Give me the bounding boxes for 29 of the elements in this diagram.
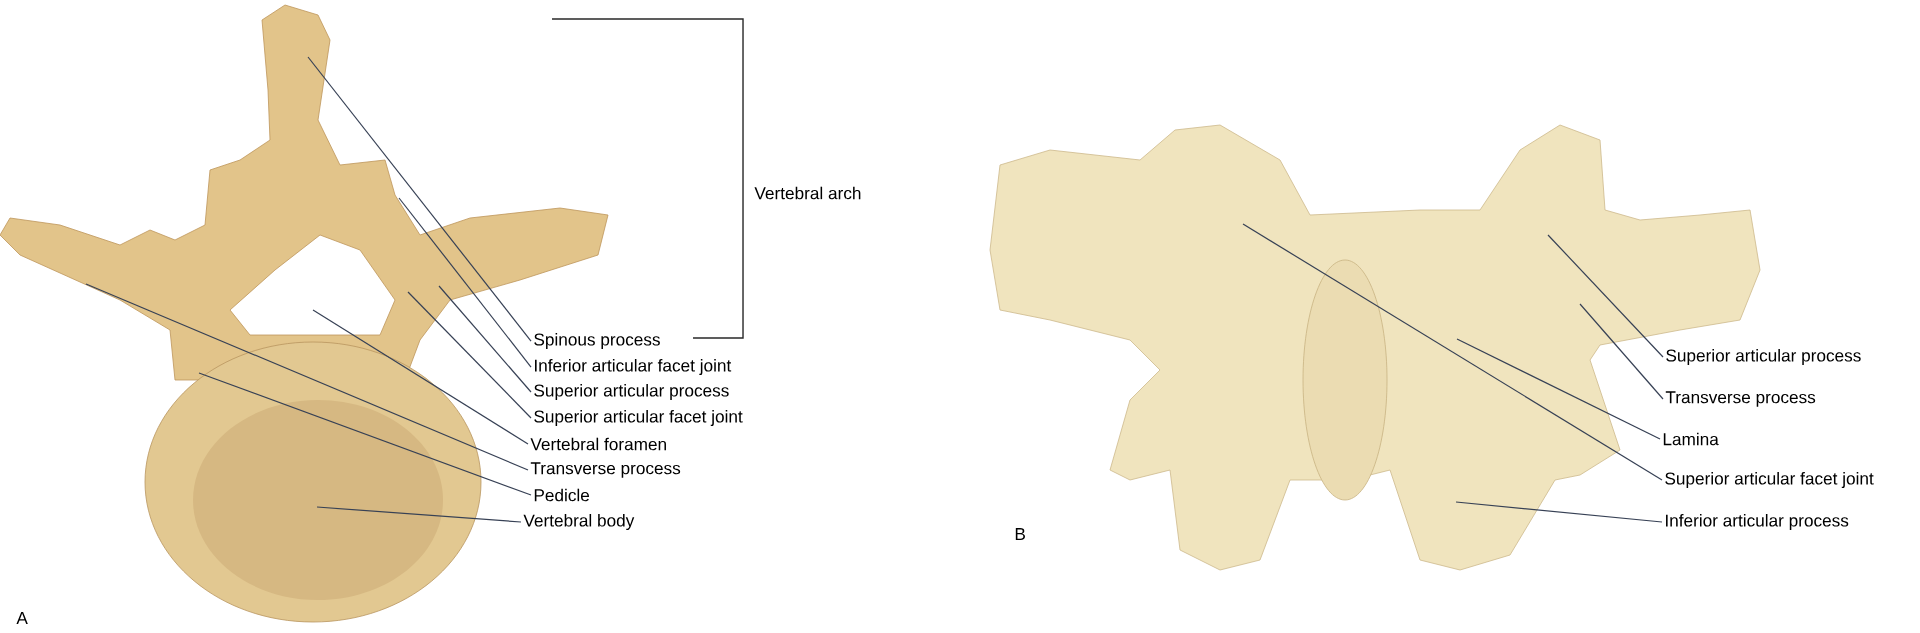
part-label: Inferior articular process: [1666, 514, 1849, 531]
leader-line: [438, 285, 532, 393]
part-label: Superior articular process: [534, 384, 729, 401]
leader-line: [1547, 234, 1664, 358]
leader-line: [85, 283, 529, 471]
part-label: Lamina: [1663, 432, 1719, 446]
bracket-label: Vertebral arch: [754, 186, 861, 200]
part-label: Superior articular process: [1666, 349, 1861, 366]
panel-letter: B: [1015, 528, 1025, 540]
panel-letter: A: [16, 612, 28, 624]
leader-line: [1242, 223, 1663, 481]
leader-line: [398, 197, 532, 368]
leader-line: [307, 56, 532, 342]
part-label: Transverse process: [1665, 391, 1816, 407]
leader-line: [1455, 501, 1663, 523]
part-label: Vertebral foramen: [530, 437, 666, 451]
part-label: Superior articular facet joint: [534, 410, 743, 427]
part-label: Vertebral body: [523, 514, 635, 531]
part-label: Pedicle: [534, 488, 590, 502]
part-label: Transverse process: [530, 462, 681, 478]
leader-line: [407, 291, 532, 419]
leader-line: [1456, 338, 1661, 440]
part-label: Spinous process: [534, 333, 660, 350]
leader-line: [1579, 303, 1664, 400]
part-label: Superior articular facet joint: [1665, 472, 1874, 489]
leader-line: [198, 372, 532, 496]
leader-line: [312, 309, 529, 445]
part-label: Inferior articular facet joint: [535, 359, 732, 376]
leader-line: [316, 506, 522, 523]
